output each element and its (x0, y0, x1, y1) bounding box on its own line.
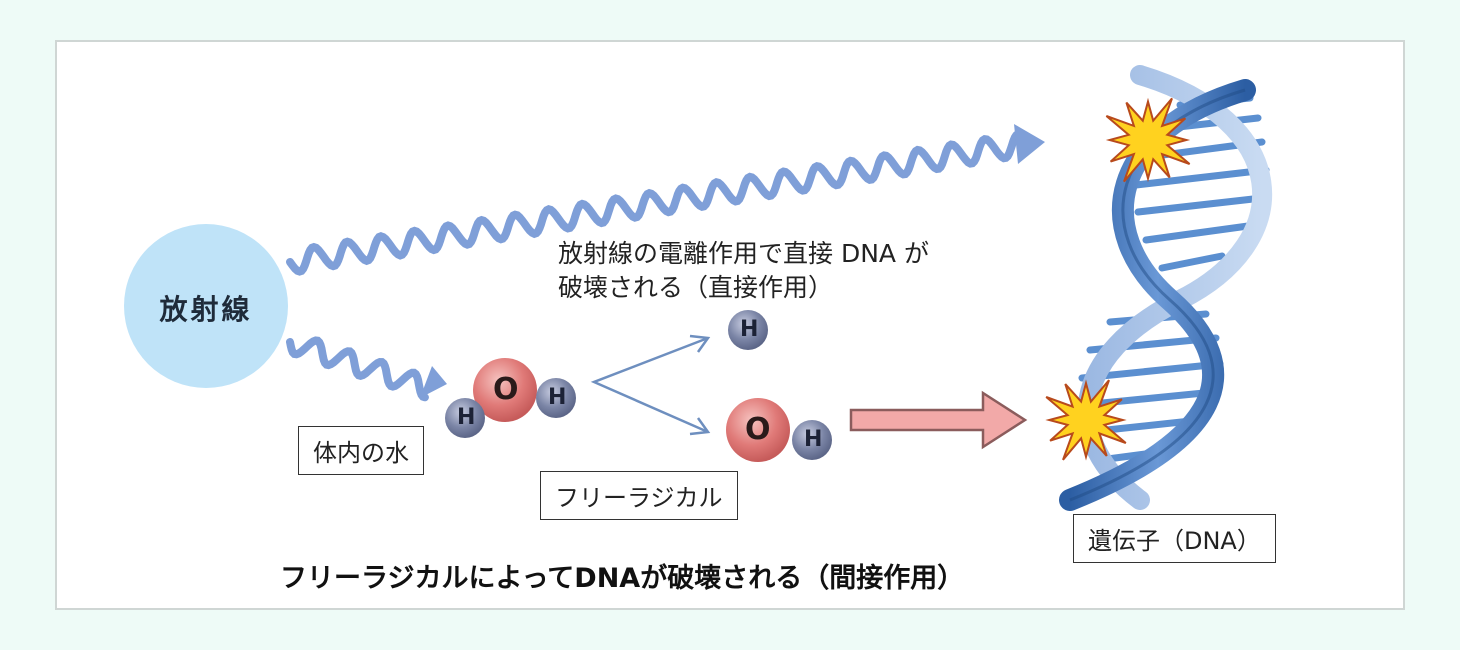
free-radical-label-box: フリーラジカル (540, 471, 738, 520)
water-hydrogen-label-left: H (457, 405, 476, 430)
direct-wave-arrowhead (1014, 124, 1045, 164)
dna-base-pair (1134, 194, 1266, 216)
radical-oxygen-label: O (745, 412, 771, 447)
gene-label-box: 遺伝子（DNA） (1073, 514, 1276, 563)
dissociation-arrows (590, 334, 711, 436)
direct-radiation-wave (286, 131, 1021, 276)
main-caption: フリーラジカルによってDNAが破壊される（間接作用） (280, 563, 965, 594)
water-label-box: 体内の水 (298, 426, 424, 475)
hydrogen-radical (728, 310, 768, 350)
radical-attack-arrow (849, 390, 1028, 450)
water-hydrogen-label-right: H (548, 385, 567, 410)
hydroxyl-radical (726, 398, 832, 462)
dna-base-pair (1132, 166, 1270, 189)
dna-damage-star-upper (1105, 97, 1191, 183)
free-hydrogen-label: H (740, 317, 759, 342)
direct-action-line1: 放射線の電離作用で直接 DNA が (558, 239, 929, 268)
indirect-wave-arrowhead (420, 366, 447, 398)
radical-hydrogen-label: H (804, 427, 823, 452)
dna-damage-star-lower (1045, 379, 1127, 461)
direct-action-label: 放射線の電離作用で直接 DNA が 破壊される（直接作用） (558, 237, 1038, 305)
radiation-source-label: 放射線 (159, 293, 253, 326)
dna-base-pair (1158, 252, 1226, 272)
dna-base-pair (1078, 388, 1218, 409)
water-molecule (445, 358, 576, 438)
dna-base-pair (1142, 222, 1252, 244)
radiation-source-circle (124, 224, 288, 388)
indirect-radiation-wave (286, 336, 429, 402)
direct-action-line2: 破壊される（直接作用） (558, 273, 834, 302)
water-oxygen-label: O (493, 372, 519, 407)
